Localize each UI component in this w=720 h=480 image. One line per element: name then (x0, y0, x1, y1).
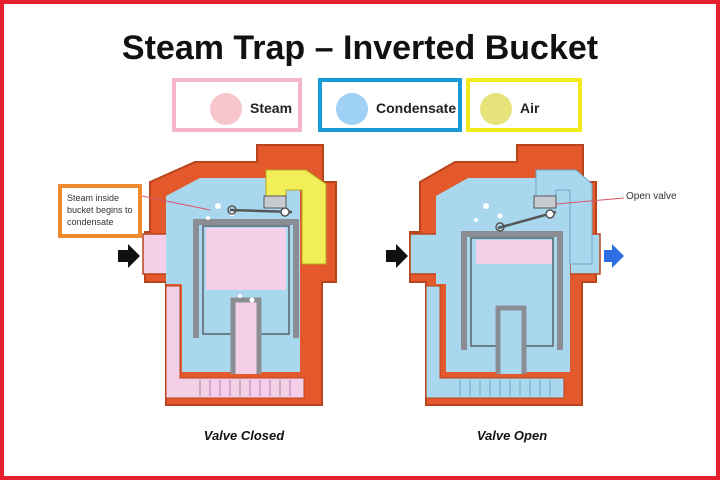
caption-valve-closed: Valve Closed (203, 428, 285, 443)
bubble (249, 297, 255, 303)
strainer-open (459, 380, 551, 396)
legend-air: Air (466, 78, 582, 132)
pivot-open (545, 209, 555, 219)
bubble (215, 203, 221, 209)
legend-steam: Steam (172, 78, 302, 132)
bubble (474, 218, 478, 222)
bubble (483, 203, 489, 209)
air-swatch (480, 93, 512, 125)
callout-leader (141, 195, 211, 211)
pivot-closed (280, 207, 290, 217)
steam-in-bucket-closed (206, 228, 286, 290)
legend-label-air: Air (520, 100, 540, 116)
legend-condensate: Condensate (318, 78, 462, 132)
caption-valve-open: Valve Open (476, 428, 548, 443)
trap-valve-closed (118, 144, 337, 406)
page-title: Steam Trap – Inverted Bucket (121, 29, 599, 67)
riser-tube-open (495, 305, 527, 374)
strainer-closed (199, 380, 291, 396)
valve-seat-closed (263, 195, 287, 209)
inlet-arrow-open-icon (386, 244, 408, 268)
riser-tube-closed (230, 297, 262, 374)
inlet-arrow-closed-icon (118, 244, 140, 268)
bucket-open (461, 231, 563, 350)
steam-swatch (210, 93, 242, 125)
steam-in-bucket-open (476, 240, 552, 264)
outlet-arrow-icon (604, 244, 624, 268)
trap-valve-open (386, 144, 625, 406)
callout-steam-inside-bucket: Steam inside bucket begins to condensate (58, 184, 142, 238)
bubble (497, 213, 503, 219)
open-valve-leader (555, 197, 625, 205)
bucket-closed (193, 219, 299, 338)
condensate-swatch (336, 93, 368, 125)
bubble (238, 294, 242, 298)
legend-label-condensate: Condensate (376, 100, 457, 116)
annotation-open-valve: Open valve (626, 191, 677, 202)
chamber-open (436, 178, 570, 372)
lever-hook-closed (227, 205, 237, 215)
bubble (206, 216, 210, 220)
lever-hook-open (495, 222, 505, 232)
legend-label-steam: Steam (250, 100, 293, 116)
valve-seat-open (533, 195, 557, 209)
